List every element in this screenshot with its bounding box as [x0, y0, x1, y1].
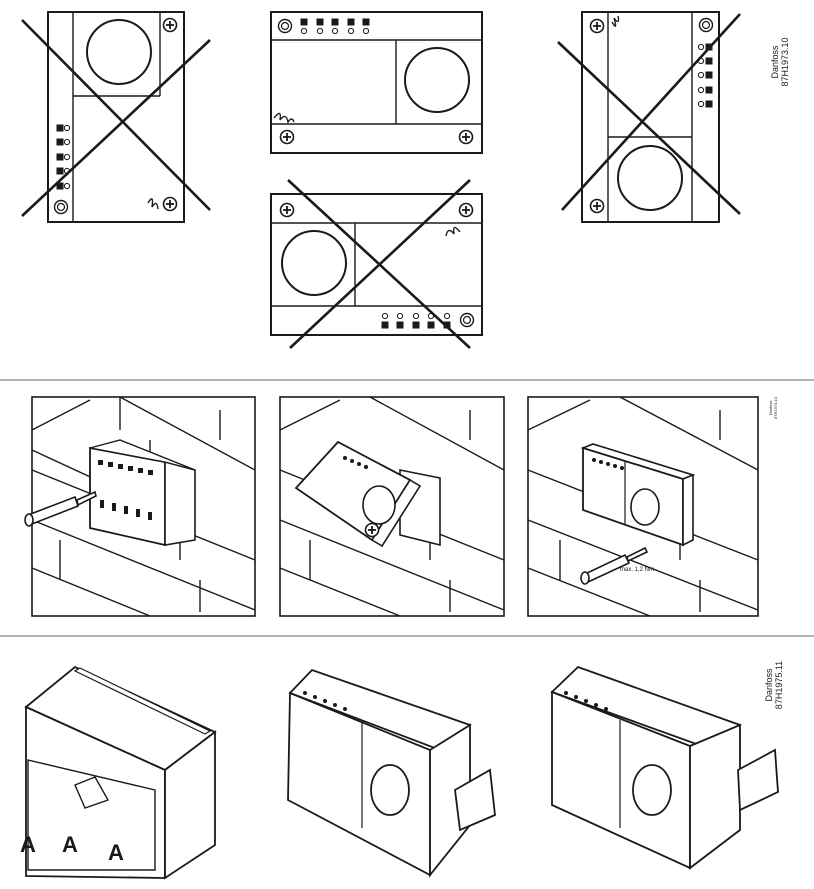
side-mark-1: A [20, 832, 36, 857]
code-middle-brand: Danfoss [768, 401, 773, 416]
din-device-clip-on [287, 668, 496, 878]
din-device-mounted [550, 665, 779, 870]
wall-panel-3: max. 1,2 Nm [527, 396, 759, 617]
wall-panel-2 [279, 396, 505, 617]
orientation-wrong-portrait-right [557, 11, 741, 223]
side-mark-2: A [62, 832, 78, 857]
device-mounted [580, 443, 696, 547]
orientation-correct-landscape [270, 11, 483, 154]
side-mark-3: A [108, 840, 124, 865]
figure-code-top: Danfoss 87H1973.10 [770, 37, 790, 86]
din-rail-3 [737, 748, 779, 812]
code-top-brand: Danfoss [770, 45, 780, 79]
orientation-wrong-inverted [270, 179, 483, 349]
code-bottom-brand: Danfoss [764, 668, 774, 702]
torque-label: max. 1,2 Nm [620, 567, 654, 573]
din-device-back: A A A [20, 665, 217, 880]
side-letter-marks: A A A [20, 832, 124, 865]
screwdriver-3 [580, 546, 649, 585]
screwdriver-1 [24, 490, 97, 527]
device-base-open [89, 439, 196, 547]
code-middle-number: 87H1974.10 [773, 396, 778, 419]
back-clip-details [27, 759, 156, 871]
orientation-wrong-portrait-left [21, 11, 211, 223]
figure-code-bottom: Danfoss 87H1975.11 [764, 661, 784, 709]
din-rail-2 [454, 768, 496, 832]
code-bottom-number: 87H1975.11 [774, 661, 784, 709]
wall-panel-1 [24, 396, 256, 617]
code-top-number: 87H1973.10 [780, 37, 790, 86]
figure-code-middle: Danfoss 87H1974.10 [768, 396, 778, 419]
device-front-tilted [294, 440, 422, 548]
